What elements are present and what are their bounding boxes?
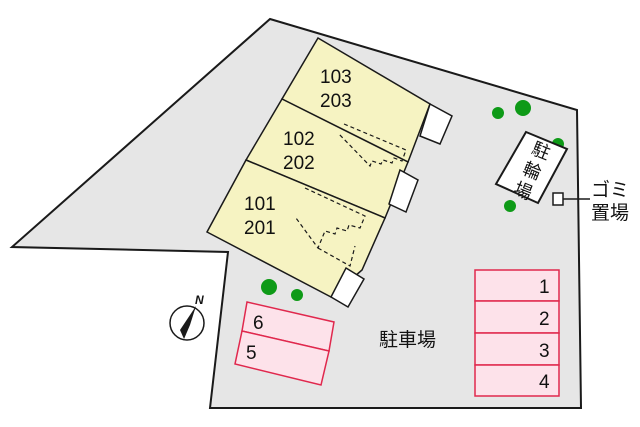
stair-outline-lower	[295, 187, 366, 250]
tree-icon	[515, 100, 531, 116]
parking-left: 6 5	[234, 301, 335, 386]
tree-icon	[261, 279, 277, 295]
parking-slot-label-1: 1	[539, 277, 550, 298]
parking-slot-1	[474, 269, 560, 302]
bicycle-parking: 駐 輪 場	[494, 130, 569, 205]
parking-slot-2	[474, 300, 560, 334]
garbage-box	[552, 192, 564, 206]
stair-outline-upper	[338, 123, 407, 168]
apartment-building: 103 203 102 202 101 201	[205, 36, 453, 309]
parking-slot-label-4: 4	[539, 372, 550, 393]
unit-label-203: 203	[320, 91, 352, 112]
bicycle-parking-box	[494, 130, 569, 205]
unit-label-102: 102	[283, 129, 315, 150]
stoop-101	[330, 266, 366, 309]
stoop-102	[388, 168, 419, 214]
garbage-label-line1: ゴミ	[591, 179, 629, 201]
unit-label-103: 103	[320, 67, 352, 88]
stair-outline-lower-tail	[317, 245, 356, 267]
parking-slot-4	[474, 364, 560, 397]
parking-slot-label-3: 3	[539, 341, 550, 362]
compass-needle-half	[180, 306, 196, 339]
unit-label-201: 201	[244, 218, 276, 239]
parking-slot-label-5: 5	[246, 343, 257, 364]
compass-north-label: N	[195, 293, 204, 307]
trees	[261, 100, 564, 301]
tree-icon	[291, 289, 303, 301]
stoop-103	[419, 102, 453, 145]
parking-slot-label-6: 6	[253, 313, 264, 334]
parking-slot-3	[474, 332, 560, 366]
tree-icon	[492, 107, 504, 119]
unit-label-101: 101	[244, 194, 276, 215]
north-compass: N	[169, 293, 205, 341]
garbage-area: ゴミ 置場	[552, 179, 629, 224]
unit-label-202: 202	[283, 153, 315, 174]
garbage-label-line2: 置場	[591, 202, 629, 224]
tree-icon	[504, 200, 516, 212]
parking-right: 1 2 3 4	[474, 269, 560, 397]
parking-area-label: 駐車場	[379, 329, 436, 351]
parking-slot-5	[234, 330, 330, 386]
parking-slot-label-2: 2	[539, 309, 550, 330]
